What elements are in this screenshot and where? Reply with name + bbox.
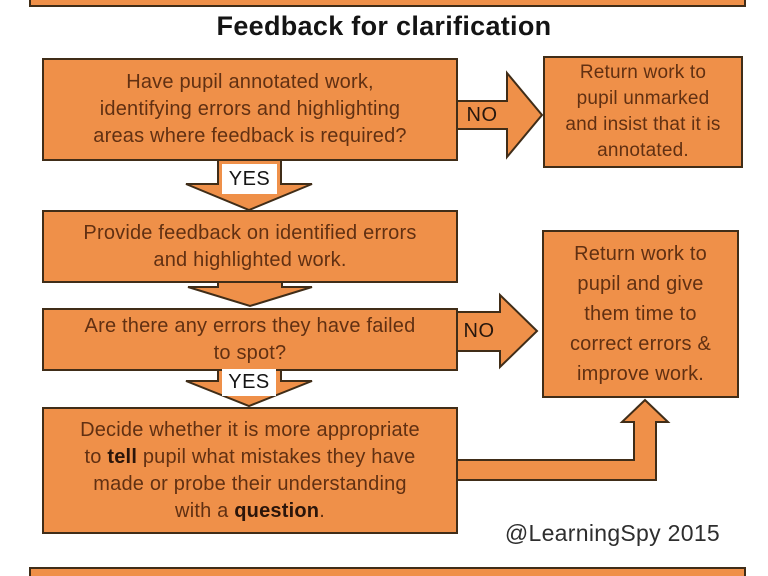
box-text-line: to spot? [213,341,287,364]
credit-text: @LearningSpy 2015 [504,520,720,546]
box-return-work-correct-errors: Return work to pupil and give them time … [542,230,739,398]
box-have-pupil-annotated-work: Have pupil annotated work, identifying e… [42,58,458,161]
box-decide-tell-or-question: Decide whether it is more appropriate to … [42,407,458,534]
box-text-line: them time to [584,303,697,325]
box-errors-failed-to-spot: Are there any errors they have failed to… [42,308,458,371]
no-arrow-right-icon [455,70,544,160]
no-arrow-right-icon [455,292,539,370]
elbow-up-arrow-icon [455,398,671,481]
no-label: NO [466,104,498,126]
box-text-line: and highlighted work. [153,248,347,271]
box-text-line: and insist that it is [565,114,721,135]
top-edge-bar [29,0,746,7]
box-text-line: pupil unmarked [576,88,710,109]
box-text-line: improve work. [576,363,705,385]
box-text-line: pupil and give [577,273,704,295]
bottom-edge-bar [29,567,746,576]
box-text-line: Decide whether it is more appropriate [80,418,420,441]
box-text-line: with a question. [175,499,325,522]
box-text-line: Return work to [579,62,707,83]
page-title: Feedback for clarification [216,11,552,41]
yes-label: YES [222,369,276,396]
box-text-line: correct errors & [569,333,711,355]
box-text-line: identifying errors and highlighting [99,98,401,120]
box-return-work-unmarked: Return work to pupil unmarked and insist… [543,56,743,168]
box-text-line: Return work to [574,243,707,265]
box-text-line: areas where feedback is required? [93,125,407,147]
box-text-line: to tell pupil what mistakes they have [84,445,416,468]
yes-label: YES [222,164,277,194]
box-text-line: Have pupil annotated work, [126,71,374,93]
box-provide-feedback: Provide feedback on identified errors an… [42,210,458,283]
box-text-line: made or probe their understanding [93,472,407,495]
box-text-line: Provide feedback on identified errors [83,221,417,244]
box-text-line: Are there any errors they have failed [84,314,416,337]
no-label: NO [463,319,495,342]
box-text-line: annotated. [597,140,689,161]
